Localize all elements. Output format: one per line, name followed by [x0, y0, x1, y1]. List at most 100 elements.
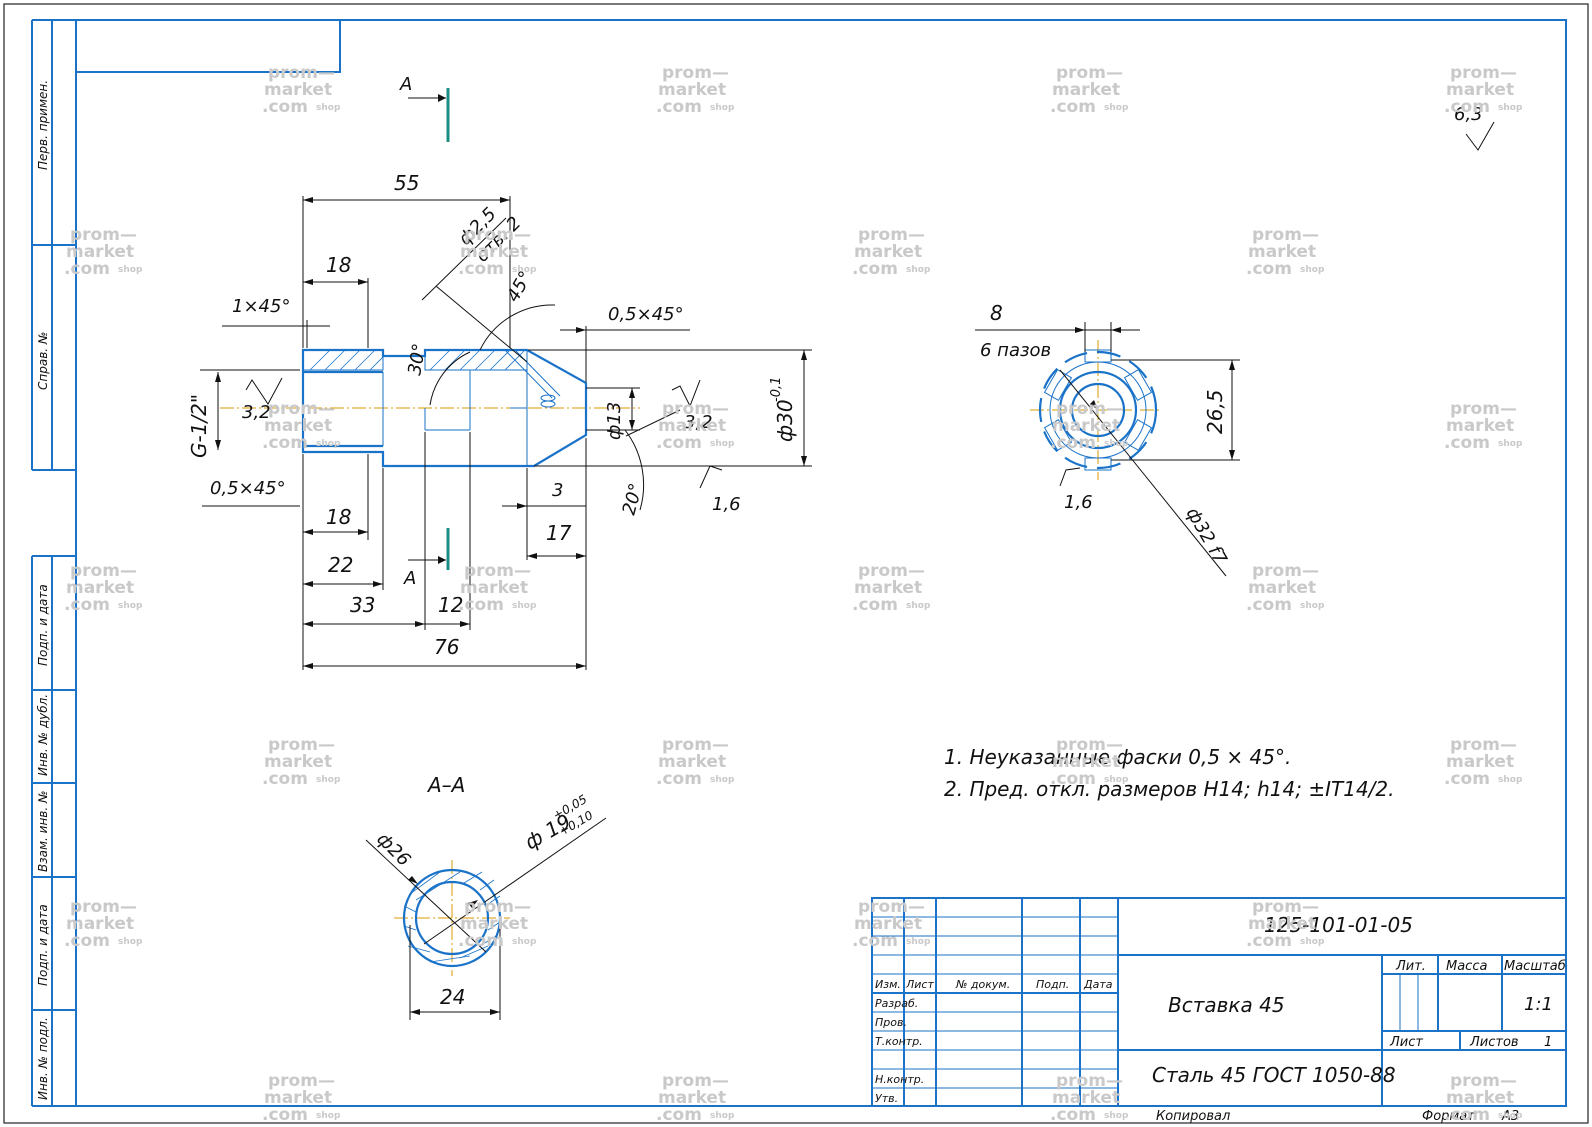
svg-text:prom—: prom—: [70, 225, 137, 245]
roughness-right-symbol: [671, 379, 701, 408]
svg-text:.com: .com: [1444, 1105, 1490, 1125]
svg-text:prom—: prom—: [268, 735, 335, 755]
hole-mark-2: [540, 400, 556, 408]
rough-32-right: 3,2: [684, 412, 713, 433]
end-body-circle: [1058, 370, 1138, 450]
svg-text:prom—: prom—: [1056, 63, 1123, 83]
tb-scale-value: 1:1: [1524, 994, 1553, 1015]
svg-text:.com: .com: [852, 931, 898, 951]
general-roughness: 6,3: [1454, 104, 1495, 151]
svg-text:.com: .com: [1444, 769, 1490, 789]
dim-d13: ф13: [604, 402, 625, 440]
svg-text:market: market: [66, 242, 134, 262]
tb-masshtab: Масштаб: [1504, 959, 1566, 974]
tb-format-value: А3: [1501, 1109, 1519, 1124]
side-label-inv-podl: Инв. № подл.: [36, 1017, 50, 1100]
svg-text:.com: .com: [262, 97, 308, 117]
svg-text:shop: shop: [710, 775, 735, 785]
svg-text:.com: .com: [852, 259, 898, 279]
svg-text:shop: shop: [1498, 1111, 1523, 1121]
svg-text:prom—: prom—: [70, 561, 137, 581]
svg-text:prom—: prom—: [858, 897, 925, 917]
svg-text:prom—: prom—: [268, 63, 335, 83]
svg-text:prom—: prom—: [1056, 1071, 1123, 1091]
svg-text:shop: shop: [906, 265, 931, 275]
svg-text:shop: shop: [512, 601, 537, 611]
svg-text:shop: shop: [1300, 601, 1325, 611]
svg-text:.com: .com: [1050, 1105, 1096, 1125]
note-2: 2. Пред. откл. размеров H14; h14; ±IT14/…: [944, 777, 1395, 801]
arc-20deg: [624, 429, 645, 511]
svg-text:market: market: [1446, 80, 1514, 100]
outer-trim-line: [3, 3, 1589, 1124]
rough-32-left: 3,2: [242, 402, 271, 423]
svg-text:.com: .com: [1444, 433, 1490, 453]
svg-text:.com: .com: [262, 433, 308, 453]
svg-text:prom—: prom—: [464, 225, 531, 245]
svg-text:prom—: prom—: [858, 225, 925, 245]
tb-data: Дата: [1083, 978, 1113, 991]
top-left-stamp-box: [76, 20, 341, 73]
svg-text:market: market: [264, 1088, 332, 1108]
tb-razrab: Разраб.: [875, 997, 918, 1010]
svg-text:prom—: prom—: [662, 1071, 729, 1091]
tb-list2: Лист: [1389, 1035, 1423, 1050]
svg-text:market: market: [264, 416, 332, 436]
dim-12: 12: [438, 593, 463, 617]
section-hatching: [403, 871, 501, 963]
svg-text:.com: .com: [458, 931, 504, 951]
svg-text:.com: .com: [1444, 97, 1490, 117]
svg-text:.com: .com: [656, 97, 702, 117]
tb-listov: Листов: [1469, 1035, 1519, 1050]
svg-text:shop: shop: [1104, 775, 1129, 785]
tb-podp: Подп.: [1036, 978, 1069, 991]
tb-prov: Пров.: [875, 1016, 907, 1029]
svg-text:shop: shop: [710, 1111, 735, 1121]
tb-lit: Лит.: [1395, 959, 1426, 974]
svg-text:market: market: [1052, 752, 1120, 772]
svg-text:shop: shop: [316, 439, 341, 449]
watermark-1: prom—market.com shop: [656, 63, 735, 117]
end-rough-16: 1,6: [1064, 492, 1093, 513]
svg-text:market: market: [1052, 1088, 1120, 1108]
svg-text:market: market: [1248, 914, 1316, 934]
svg-text:.com: .com: [1246, 931, 1292, 951]
svg-text:shop: shop: [710, 103, 735, 113]
arc-30deg: [429, 351, 471, 406]
svg-text:prom—: prom—: [662, 63, 729, 83]
svg-text:prom—: prom—: [464, 561, 531, 581]
front-view: А А 55 18 1×45° ф2,5 отв. 2 45°: [187, 74, 812, 670]
dim-55: 55: [394, 171, 419, 195]
svg-text:shop: shop: [512, 265, 537, 275]
tb-massa: Масса: [1446, 959, 1487, 974]
svg-text:prom—: prom—: [268, 1071, 335, 1091]
end-outer-circle: [1038, 350, 1158, 470]
side-stamp: Перв. примен. Справ. № Подп. и дата Инв.…: [31, 19, 76, 1107]
svg-text:shop: shop: [1104, 439, 1129, 449]
tb-material: Сталь 45 ГОСТ 1050-88: [1152, 1063, 1396, 1087]
svg-text:market: market: [460, 242, 528, 262]
svg-text:prom—: prom—: [1450, 399, 1517, 419]
watermark-5: prom—market.com shop: [458, 225, 537, 279]
svg-text:.com: .com: [458, 259, 504, 279]
svg-text:market: market: [658, 80, 726, 100]
svg-text:market: market: [658, 1088, 726, 1108]
svg-text:market: market: [460, 578, 528, 598]
svg-text:prom—: prom—: [662, 735, 729, 755]
end-bore-circle: [1070, 382, 1126, 438]
side-label-podp-data-2: Подп. и дата: [36, 904, 50, 986]
svg-text:prom—: prom—: [1450, 735, 1517, 755]
svg-text:market: market: [1052, 80, 1120, 100]
dim-20deg: 20°: [619, 481, 648, 517]
